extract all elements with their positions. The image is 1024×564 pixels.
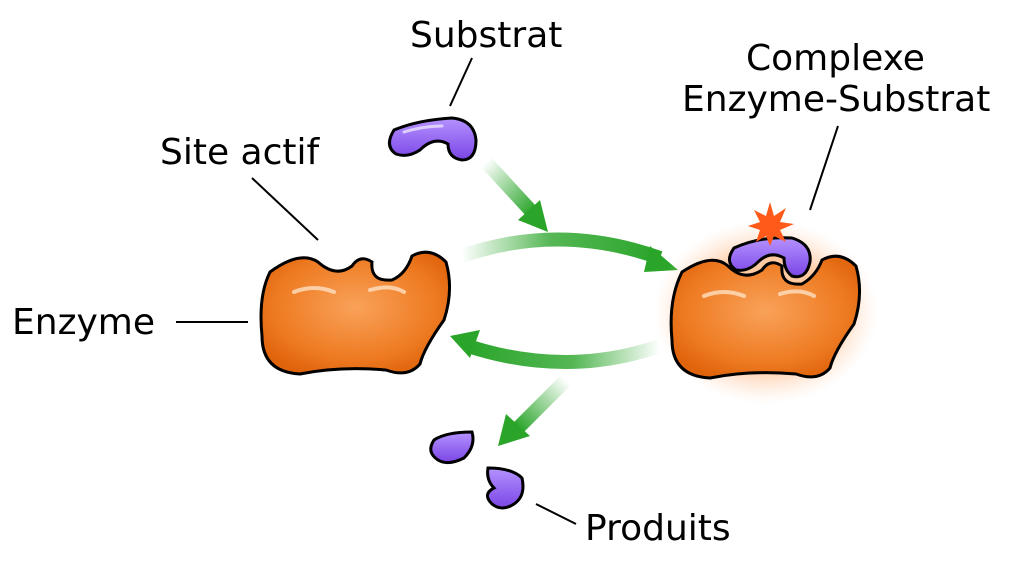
enzyme-shape-icon [259, 250, 451, 376]
label-enzyme: Enzyme [12, 302, 155, 343]
reaction-spark-icon [748, 202, 794, 246]
label-complex-line2: Enzyme-Substrat [682, 79, 990, 120]
product-molecule-icon [429, 430, 525, 510]
label-products: Produits [585, 508, 731, 549]
label-substrate: Substrat [410, 15, 562, 56]
bound-substrate-icon [728, 236, 812, 279]
forward-reaction-arrow [459, 232, 678, 272]
substrate-binding-arrow [480, 157, 548, 232]
leader-complex [809, 125, 839, 211]
label-complex-line1: Complexe [746, 38, 925, 79]
leader-products [535, 503, 577, 525]
leader-substrate [449, 57, 473, 107]
label-active-site: Site actif [160, 132, 321, 173]
leader-active-site [251, 177, 319, 241]
substrate-molecule-icon [388, 116, 478, 162]
enzyme-substrate-complex-icon [654, 220, 878, 404]
release-arrow [450, 330, 663, 369]
products-release-arrow [498, 375, 571, 446]
